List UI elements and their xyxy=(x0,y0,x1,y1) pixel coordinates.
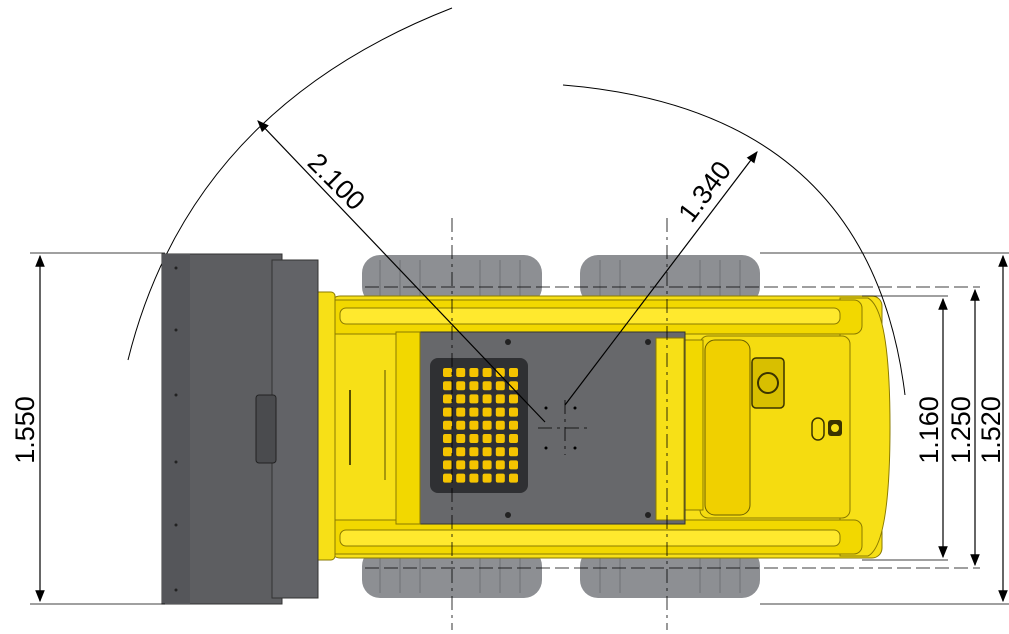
grill-cell xyxy=(469,407,479,417)
grill-cell xyxy=(482,407,492,417)
label-inner-width: 1.160 xyxy=(914,396,944,464)
grill-cell xyxy=(495,447,505,457)
tire-rear-right xyxy=(580,548,760,598)
grill-cell xyxy=(509,460,518,470)
grill-cell xyxy=(509,368,518,377)
grill-cell xyxy=(509,381,518,391)
label-track-width: 1.250 xyxy=(946,396,976,464)
grill-cell xyxy=(509,420,518,430)
grill-cell xyxy=(456,407,466,417)
grill-cell xyxy=(509,434,518,443)
grill-cell xyxy=(495,420,505,430)
grill-cell xyxy=(482,420,492,430)
rear-hood xyxy=(839,297,891,557)
grill-cell xyxy=(509,473,518,483)
grill-cell xyxy=(482,473,492,483)
center-lines xyxy=(451,218,668,630)
grill-cell xyxy=(469,447,479,457)
grill-cell xyxy=(469,368,479,377)
grill-cell xyxy=(495,473,505,483)
grill-cell xyxy=(482,447,492,457)
grill-cell xyxy=(469,420,479,430)
grill-cell xyxy=(495,434,505,443)
grill-cell xyxy=(443,381,452,391)
track-dashed-lines xyxy=(365,286,980,569)
grill-cell xyxy=(509,407,518,417)
grill-cell xyxy=(456,447,466,457)
label-overall-width: 1.520 xyxy=(976,396,1006,464)
step-grill-cells xyxy=(443,368,518,483)
rear-swing-arc xyxy=(562,84,906,396)
grill-cell xyxy=(456,460,466,470)
bucket-lip xyxy=(162,254,190,604)
lift-arm-left xyxy=(339,307,841,325)
grill-cell xyxy=(495,368,505,377)
bucket-right-plate xyxy=(271,259,319,599)
grill-cell xyxy=(469,473,479,483)
grill-cell xyxy=(456,381,466,391)
grill-cell xyxy=(443,407,452,417)
grill-cell xyxy=(482,434,492,443)
grill-cell xyxy=(482,394,492,404)
grill-cell xyxy=(509,447,518,457)
access-hatch xyxy=(751,357,785,409)
grill-cell xyxy=(443,473,452,483)
dimension-extension-lines xyxy=(30,252,1009,605)
grill-cell xyxy=(443,368,452,377)
grill-cell xyxy=(482,368,492,377)
label-bucket-width: 1.550 xyxy=(10,396,40,464)
grill-cell xyxy=(469,394,479,404)
bucket xyxy=(161,253,319,605)
grill-cell xyxy=(469,434,479,443)
grill-cell xyxy=(443,420,452,430)
dimension-arrows xyxy=(35,120,1008,603)
grill-cell xyxy=(495,394,505,404)
grill-cell xyxy=(509,394,518,404)
grill-cell xyxy=(456,473,466,483)
grill-cell xyxy=(443,447,452,457)
grill-cell xyxy=(443,434,452,443)
grill-cell xyxy=(443,394,452,404)
grill-cell xyxy=(456,420,466,430)
grill-cell xyxy=(456,434,466,443)
handle-slot xyxy=(811,417,825,441)
rear-panel-left xyxy=(684,339,704,511)
label-radius-2100: 2.100 xyxy=(302,147,371,216)
grill-cell xyxy=(495,407,505,417)
grill-cell xyxy=(482,381,492,391)
operator-deck xyxy=(395,331,686,525)
grill-cell xyxy=(495,381,505,391)
grill-cell xyxy=(456,394,466,404)
arrow-radius-2100 xyxy=(257,120,546,423)
seat-back xyxy=(704,339,751,516)
grill-cell xyxy=(456,368,466,377)
lift-arm-right xyxy=(339,529,841,547)
tire-rear-left xyxy=(580,255,760,305)
grill-cell xyxy=(443,460,452,470)
grill-cell xyxy=(469,381,479,391)
grill-cell xyxy=(482,460,492,470)
bucket-grip xyxy=(255,394,277,464)
step-grill-frame xyxy=(430,358,528,493)
grill-cell xyxy=(469,460,479,470)
arrow-radius-1340 xyxy=(564,151,758,406)
grill-cell xyxy=(495,460,505,470)
outer-swing-arc xyxy=(127,7,453,361)
